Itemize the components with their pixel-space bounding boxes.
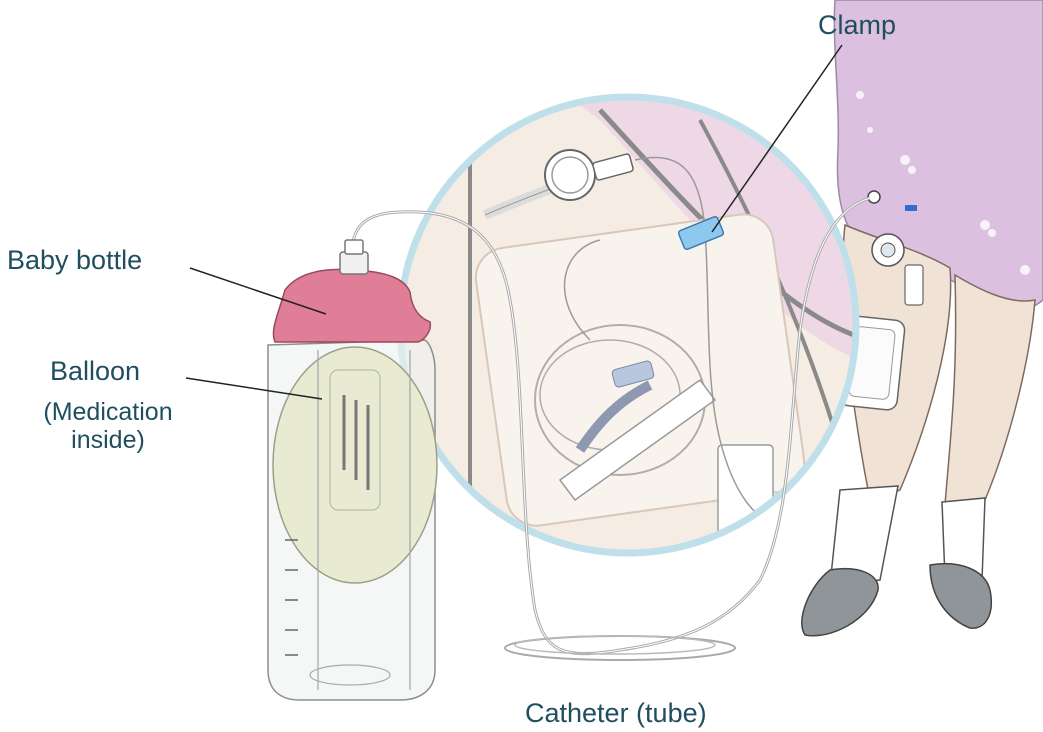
label-balloon: Balloon <box>50 356 140 386</box>
label-baby-bottle: Baby bottle <box>7 245 142 275</box>
label-balloon-note-line2: inside) <box>22 426 194 454</box>
label-clamp: Clamp <box>818 10 896 40</box>
label-balloon-note-line1: (Medication <box>22 398 194 426</box>
clamp-small <box>905 205 917 211</box>
left-slipper <box>802 569 878 636</box>
label-balloon-note: (Medication inside) <box>22 398 194 454</box>
right-leg <box>945 275 1035 505</box>
elastomeric-bottle <box>268 240 437 700</box>
label-catheter: Catheter (tube) <box>525 698 707 728</box>
